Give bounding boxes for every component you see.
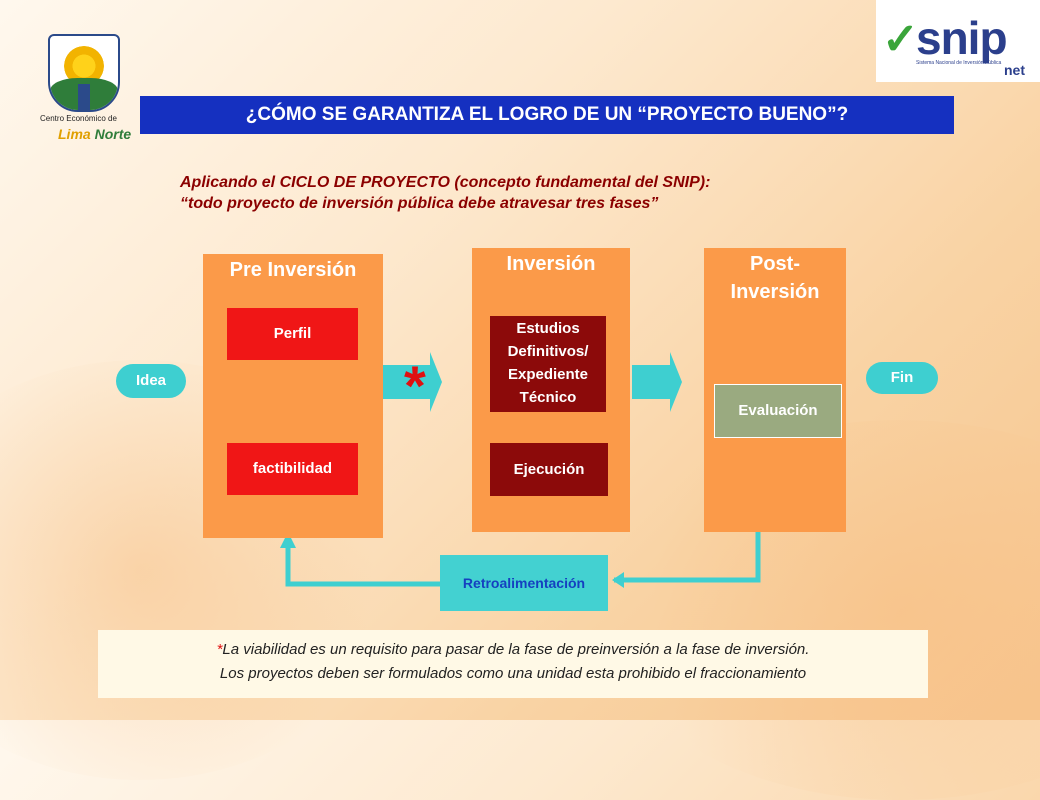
step-ejecucion: Ejecución: [490, 443, 608, 496]
footnote-line1: *La viabilidad es un requisito para pasa…: [216, 641, 810, 658]
phase-pre-inversion-title: Pre Inversión: [229, 259, 357, 281]
footnote-line2: Los proyectos deben ser formulados como …: [219, 665, 807, 682]
phase-inversion-title: Inversión: [506, 253, 596, 275]
phase-post-title-line1: Post-: [750, 253, 800, 275]
flow-connectors: [280, 352, 761, 588]
snip-logo-subtitle: Sistema Nacional de Inversión Pública: [916, 60, 1002, 66]
snip-net-logo: ✓ snip Sistema Nacional de Inversión Púb…: [876, 0, 1040, 82]
asterisk-marker: *: [404, 354, 426, 417]
end-fin: Fin: [866, 362, 938, 394]
shield-icon: [48, 34, 120, 112]
step-perfil: Perfil: [227, 308, 358, 360]
arrow-pre-to-inversion: [383, 352, 442, 412]
subtitle-line1: Aplicando el CICLO DE PROYECTO (concepto…: [180, 174, 711, 191]
checkmark-icon: ✓: [882, 15, 919, 64]
start-idea: Idea: [116, 364, 186, 398]
lima-norte-logo: Centro Económico de Lima Norte: [40, 32, 132, 152]
footnote: *La viabilidad es un requisito para pasa…: [98, 630, 928, 698]
feedback-box: Retroalimentación: [440, 555, 608, 611]
logo-left-line1: Centro Económico de: [40, 114, 117, 123]
step-factibilidad: factibilidad: [227, 443, 358, 495]
phase-post-title-line2: Inversión: [730, 281, 820, 303]
feedback-line-out: [285, 545, 440, 587]
step-estudios-definitivos: Estudios Definitivos/ Expediente Técnico: [490, 316, 606, 412]
step-evaluacion: Evaluación: [714, 384, 842, 438]
subtitle-line2: “todo proyecto de inversión pública debe…: [180, 195, 659, 212]
logo-left-line2: Lima Norte: [58, 126, 132, 142]
phase-pre-inversion: Pre Inversión: [203, 254, 383, 538]
feedback-arrowhead-in: [612, 572, 624, 588]
feedback-arrowhead-out: [280, 532, 296, 548]
subtitle: Aplicando el CICLO DE PROYECTO (concepto…: [180, 172, 900, 214]
arrow-inversion-to-post: [632, 352, 682, 412]
snip-logo-net: net: [1004, 62, 1025, 78]
feedback-line-in: [614, 532, 761, 583]
page-title: ¿CÓMO SE GARANTIZA EL LOGRO DE UN “PROYE…: [140, 96, 954, 134]
snip-logo-text: snip: [916, 12, 1008, 64]
